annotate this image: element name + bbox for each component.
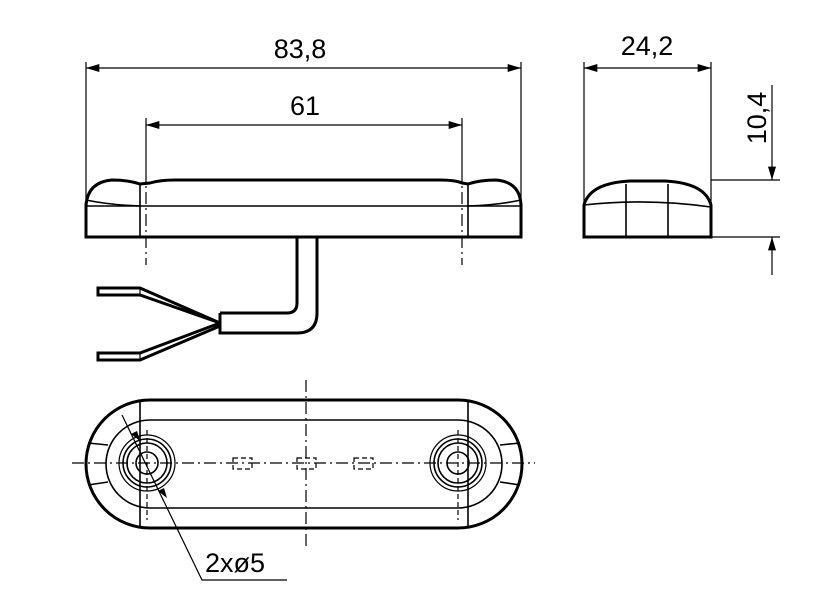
- dim-label-height: 10,4: [742, 92, 772, 145]
- dim-label-mounting-distance: 61: [290, 91, 320, 121]
- led-3: [353, 457, 374, 470]
- dim-label-overall-length: 83,8: [274, 34, 327, 64]
- mounting-hole-right: [429, 430, 487, 520]
- mounting-hole-left: [118, 430, 176, 520]
- side-view: 24,2 10,4: [582, 31, 780, 275]
- top-view: 2xø5: [72, 380, 535, 581]
- dim-label-width: 24,2: [621, 31, 674, 61]
- dim-label-holes: 2xø5: [205, 548, 265, 578]
- dimension-overall-length: 83,8: [85, 34, 522, 200]
- dimension-mounting-distance: 61: [145, 91, 463, 170]
- led-2: [296, 457, 317, 470]
- led-1: [232, 457, 253, 470]
- front-view: [84, 170, 523, 362]
